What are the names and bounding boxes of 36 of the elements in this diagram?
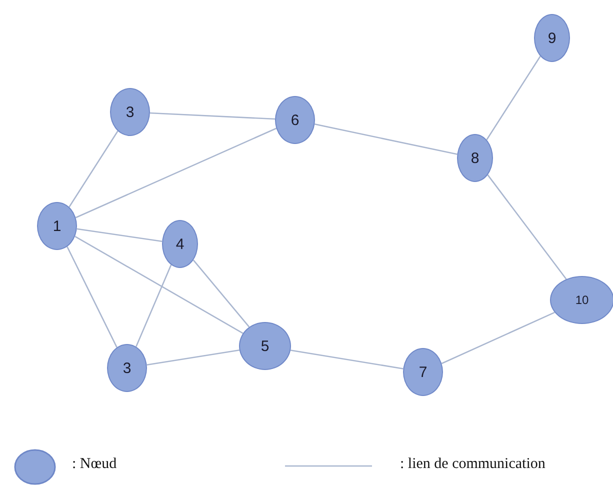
node-ellipse [239, 322, 291, 370]
node-ellipse [457, 134, 493, 182]
link-line [486, 56, 541, 140]
link-line [66, 246, 118, 348]
node-number: 5 [260, 338, 270, 354]
legend-text: : Nœud [72, 456, 117, 473]
node-ellipse [403, 348, 443, 396]
link-line [146, 349, 240, 366]
node-ellipse [107, 344, 147, 392]
link-line [74, 236, 244, 334]
node-number: 8 [470, 150, 480, 166]
node-ellipse [162, 220, 198, 268]
node-number: 3 [122, 360, 132, 376]
link-line [314, 124, 458, 155]
node-number: 10 [575, 294, 589, 306]
node-number: 6 [290, 112, 300, 128]
link-line [136, 264, 172, 347]
link-line [75, 128, 277, 218]
node-number: 7 [418, 364, 428, 380]
node-number: 3 [126, 104, 134, 120]
link-line [76, 228, 162, 242]
node-ellipse [550, 276, 613, 324]
link-line [192, 260, 250, 328]
link-line [487, 174, 567, 280]
link-line [150, 112, 276, 120]
node-ellipse [37, 202, 77, 250]
node-ellipse [110, 88, 150, 136]
link-line [68, 130, 118, 208]
link-line [441, 312, 555, 364]
legend-text: : lien de communication [400, 456, 546, 473]
node-number: 1 [52, 218, 62, 234]
node-ellipse [534, 14, 570, 62]
node-number: 4 [176, 236, 184, 252]
link-line [290, 350, 404, 370]
node-ellipse [275, 96, 315, 144]
node-number: 9 [548, 30, 556, 46]
